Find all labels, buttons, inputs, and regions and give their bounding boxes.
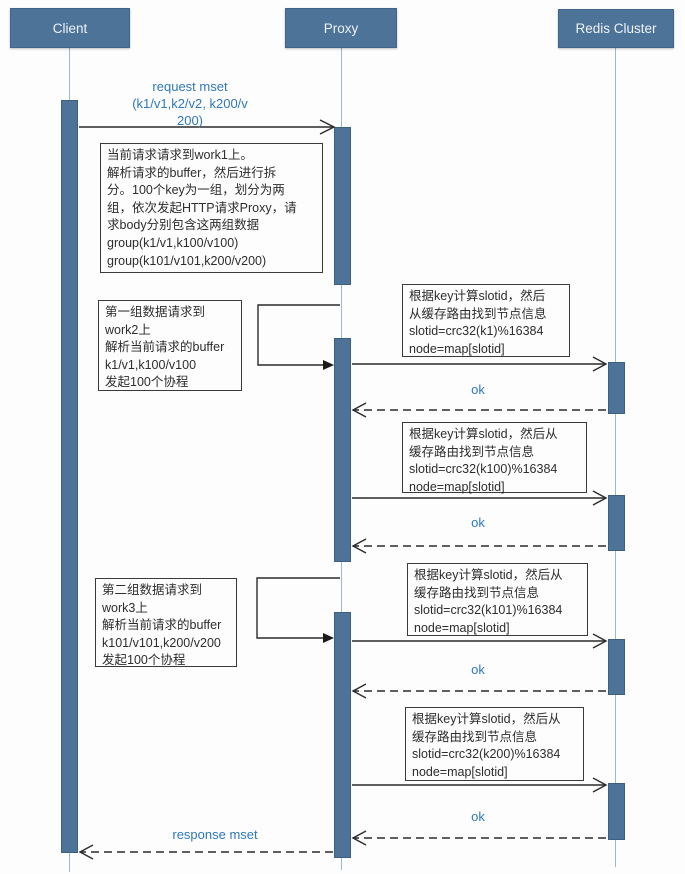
note-slotid-k101: 根据key计算slotid，然后从 缓存路由找到节点信息 slotid=crc3… (407, 563, 588, 636)
note-slotid-k200: 根据key计算slotid，然后从 缓存路由找到节点信息 slotid=crc3… (405, 707, 584, 781)
redis-ok-return-2 (351, 538, 606, 554)
note-work2: 第一组数据请求到 work2上 解析当前请求的buffer k1/v1,k100… (98, 300, 242, 391)
ok-label-1: ok (471, 382, 485, 397)
proxy-to-redis-arrow-1 (352, 356, 608, 372)
redis-ok-return-1 (351, 402, 606, 418)
response-mset-arrow (78, 844, 333, 860)
note-work3: 第二组数据请求到 work3上 解析当前请求的buffer k101/v101,… (95, 578, 237, 667)
proxy-activation-3 (334, 612, 351, 858)
proxy-activation-1 (334, 127, 351, 285)
response-mset-label: response mset (172, 827, 258, 842)
actor-redis-cluster: Redis Cluster (558, 9, 674, 48)
proxy-self-message-2 (256, 577, 340, 643)
actor-client: Client (10, 8, 130, 48)
redis-ok-return-4 (351, 830, 606, 846)
note-slotid-k100: 根据key计算slotid，然后从 缓存路由找到节点信息 slotid=crc3… (402, 422, 587, 494)
ok-label-3: ok (471, 662, 485, 677)
redis-activation-4 (608, 783, 625, 840)
actor-proxy-label: Proxy (323, 20, 359, 36)
note-slotid-k1: 根据key计算slotid，然后 从缓存路由找到节点信息 slotid=crc3… (402, 284, 570, 357)
proxy-activation-2 (334, 338, 351, 562)
proxy-self-message-1 (257, 304, 340, 370)
request-mset-label: request mset (k1/v1,k2/v2, k200/v 200) (132, 79, 248, 128)
redis-activation-3 (608, 639, 625, 695)
client-activation (61, 100, 78, 853)
redis-activation-1 (608, 362, 625, 414)
redis-lifeline (615, 48, 616, 867)
redis-activation-2 (608, 495, 625, 551)
ok-label-4: ok (471, 809, 485, 824)
actor-client-label: Client (52, 20, 88, 36)
actor-proxy: Proxy (285, 8, 397, 48)
redis-ok-return-3 (351, 683, 606, 699)
actor-redis-cluster-label: Redis Cluster (575, 21, 657, 36)
note-work1: 当前请求请求到work1上。 解析请求的buffer，然后进行拆 分。100个k… (100, 143, 323, 273)
ok-label-2: ok (471, 515, 485, 530)
